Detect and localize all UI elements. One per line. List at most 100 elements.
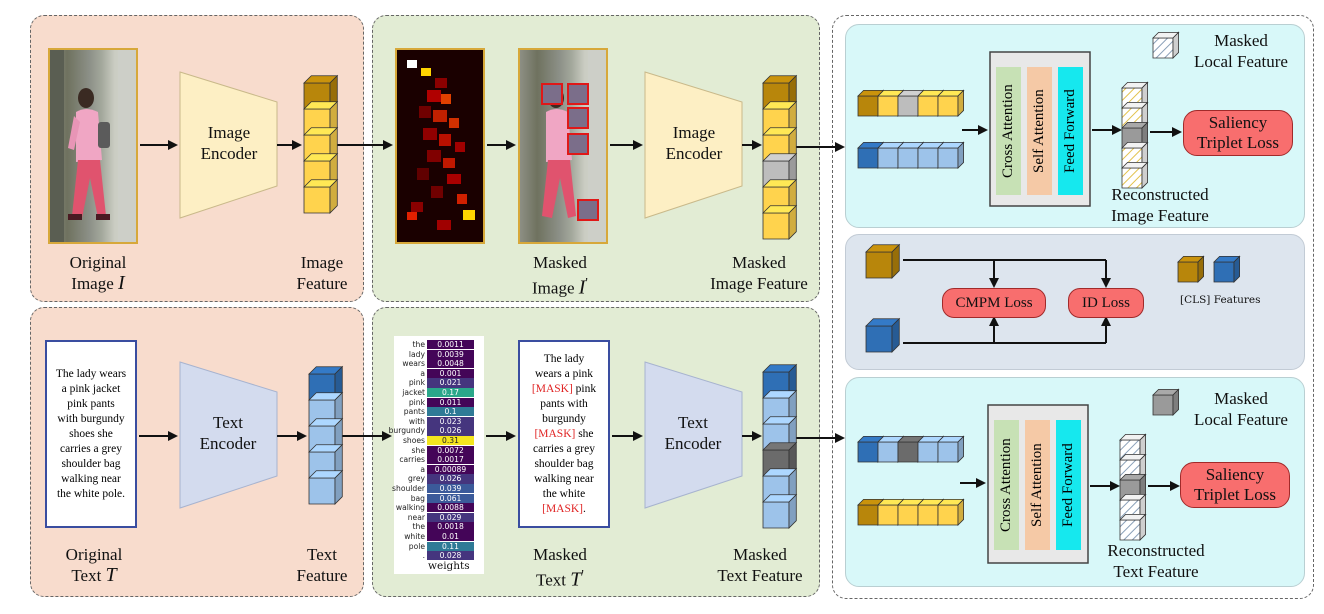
weight-word: with	[408, 416, 425, 426]
masked-text-feature-cube-side	[788, 493, 797, 529]
text-feature-cube-side	[334, 469, 343, 505]
weight-value: 0.039	[427, 484, 474, 494]
text-encoder-2-label: Text Encoder	[664, 413, 722, 453]
reconstructed-text-feature-caption: Reconstructed Text Feature	[1107, 541, 1205, 581]
image-cond-row	[937, 504, 959, 526]
weight-word: a	[420, 464, 425, 474]
original-text-line: The lady wears	[55, 367, 127, 380]
cross-attn-bar-1	[996, 67, 1021, 195]
text-token-row	[857, 441, 879, 463]
weight-word: near	[407, 512, 425, 522]
weight-word: pole	[408, 541, 425, 551]
weight-value: 0.0048	[427, 359, 474, 369]
heatmap-cells	[407, 60, 475, 230]
masked-text-line: [MASK].	[542, 502, 586, 515]
cls-text-cube	[865, 325, 893, 353]
cls-legend-text-cube	[1213, 261, 1235, 283]
original-text-line: pink pants	[67, 397, 115, 410]
saliency-heatmap	[395, 48, 485, 244]
weight-value: 0.029	[427, 512, 474, 522]
masked-local-legend-cube-2	[1152, 394, 1174, 416]
masked-text-line: pants with	[540, 397, 588, 410]
weight-value: 0.061	[427, 493, 474, 503]
masked-image-feature-cube-side	[788, 204, 797, 240]
cross-attn-bar-2	[994, 420, 1019, 550]
image-token-row	[877, 95, 899, 117]
cls-image-cube-side	[891, 243, 900, 279]
masked-text-feature-cube	[762, 501, 790, 529]
image-token-row	[917, 95, 939, 117]
weight-word: pink	[408, 378, 425, 388]
masked-text-line: burgundy	[542, 412, 586, 425]
cls-legend-text-cube-side	[1233, 255, 1240, 283]
cls-legend-image-cube	[1177, 261, 1199, 283]
weight-row: .0.028	[394, 551, 484, 561]
original-text-line: shoulder bag	[61, 457, 121, 470]
original-text-line: shoes she	[69, 427, 113, 440]
masked-text-feature-caption: Masked Text Feature	[717, 545, 803, 585]
self-attention-label: Self Attention	[1031, 89, 1047, 173]
text-encoder-1-shape	[179, 361, 278, 509]
mask-token: [MASK]	[531, 382, 573, 395]
weight-value: 0.00089	[427, 464, 474, 474]
masked-image-feature-caption: Masked Image Feature	[710, 253, 808, 293]
masked-text-line: The lady	[543, 352, 585, 365]
text-token-row-side	[957, 435, 964, 463]
image-encoder-2-label: Image Encoder	[665, 123, 723, 163]
weight-word: white	[404, 532, 425, 541]
mask-token: [MASK]	[534, 427, 576, 440]
text-cond-row	[857, 147, 879, 169]
text-feature-cube	[308, 477, 336, 505]
image-cond-row	[877, 504, 899, 526]
text-encoder-2-shape	[644, 361, 743, 509]
original-text-caption: Original Text T	[65, 545, 123, 586]
masked-local-legend-cube-2-side	[1172, 388, 1179, 416]
weight-value: 0.1	[427, 407, 474, 417]
weight-word: wears	[402, 359, 425, 369]
self-attn-bar-2	[1025, 420, 1050, 550]
masked-text-line: walking near	[534, 472, 594, 485]
weight-word: the	[412, 522, 425, 532]
original-text-line: carries a grey	[60, 442, 122, 455]
cls-features-label: [CLS] Features	[1180, 294, 1261, 306]
weight-value: 0.0072	[427, 445, 474, 455]
cross-attention-label-2: Cross Attention	[998, 438, 1014, 532]
weight-value: 0.026	[427, 474, 474, 484]
cls-legend-image-cube-side	[1197, 255, 1204, 283]
image-token-row-side	[957, 89, 964, 117]
image-cond-row	[917, 504, 939, 526]
image-cond-row-side	[957, 498, 964, 526]
reconstructed-image-feature-caption: Reconstructed Image Feature	[1111, 185, 1209, 225]
weight-value: 0.0017	[427, 455, 474, 465]
recon-text-cube-side	[1139, 513, 1146, 541]
masked-image-feature-cube	[762, 212, 790, 240]
original-image	[48, 48, 138, 244]
weight-value: 0.028	[427, 551, 474, 561]
weight-word: lady	[408, 349, 425, 359]
weight-word: walking	[395, 503, 425, 513]
weight-value: 0.11	[427, 541, 474, 551]
text-token-row	[937, 441, 959, 463]
feed-fwd-bar-2	[1056, 420, 1081, 550]
masked-local-feature-caption: Masked Local Feature	[1194, 31, 1288, 71]
weight-value: 0.021	[427, 378, 474, 388]
original-text-line: walking near	[61, 472, 121, 485]
cmpm-loss: CMPM Loss	[942, 288, 1046, 318]
recon-text-cube	[1119, 519, 1141, 541]
feature-cubes	[303, 31, 1241, 541]
